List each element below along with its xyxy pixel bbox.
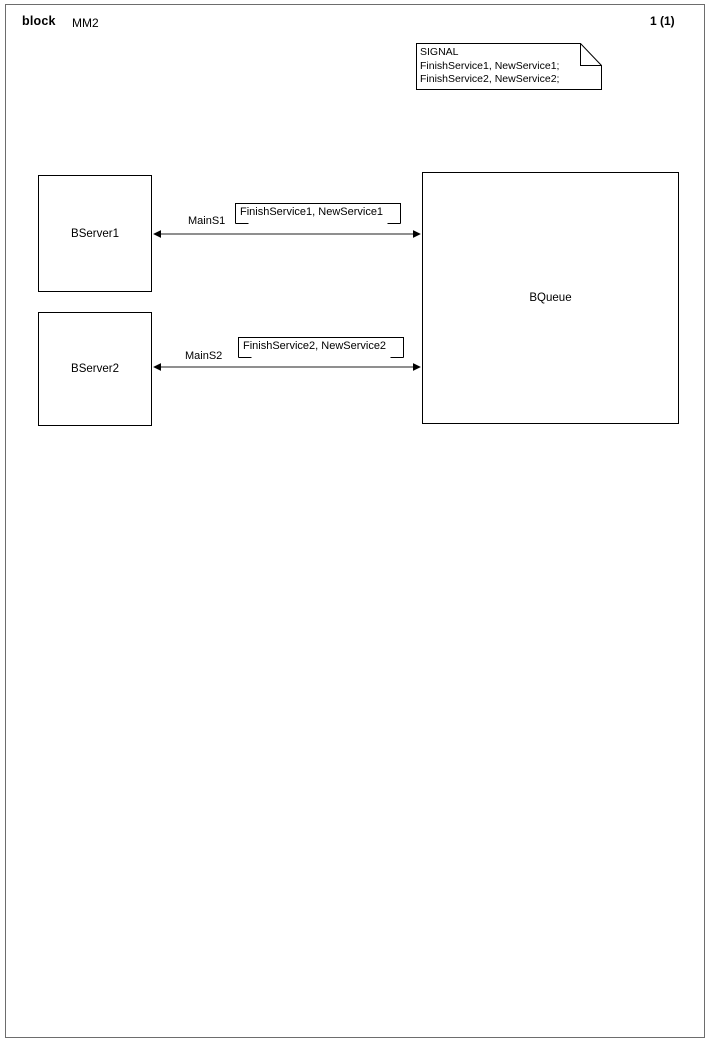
diagram-name-label: MM2	[72, 16, 99, 30]
signal-list-mains2-text: FinishService2, NewService2	[243, 340, 387, 352]
block-bserver2-label: BServer2	[71, 363, 119, 375]
block-bqueue-label: BQueue	[529, 292, 572, 304]
note-shape-icon	[416, 43, 602, 90]
block-bserver2[interactable]: BServer2	[38, 312, 152, 426]
block-bqueue[interactable]: BQueue	[422, 172, 679, 424]
signal-note-text: SIGNAL FinishService1, NewService1; Fini…	[420, 46, 560, 86]
signal-list-mains2[interactable]: FinishService2, NewService2	[238, 337, 404, 358]
signal-list-shape-icon	[238, 337, 404, 358]
diagram-kind-label: block	[22, 14, 56, 28]
channel-mains1-label: MainS1	[188, 215, 226, 227]
signal-list-mains1[interactable]: FinishService1, NewService1	[235, 203, 401, 224]
signal-list-mains1-text: FinishService1, NewService1	[240, 206, 384, 218]
signal-list-shape-icon	[235, 203, 401, 224]
block-bserver1[interactable]: BServer1	[38, 175, 152, 292]
channel-mains2-label: MainS2	[185, 350, 223, 362]
page-number-label: 1 (1)	[650, 14, 675, 28]
signal-declaration-note[interactable]: SIGNAL FinishService1, NewService1; Fini…	[416, 43, 602, 90]
block-bserver1-label: BServer1	[71, 227, 119, 240]
